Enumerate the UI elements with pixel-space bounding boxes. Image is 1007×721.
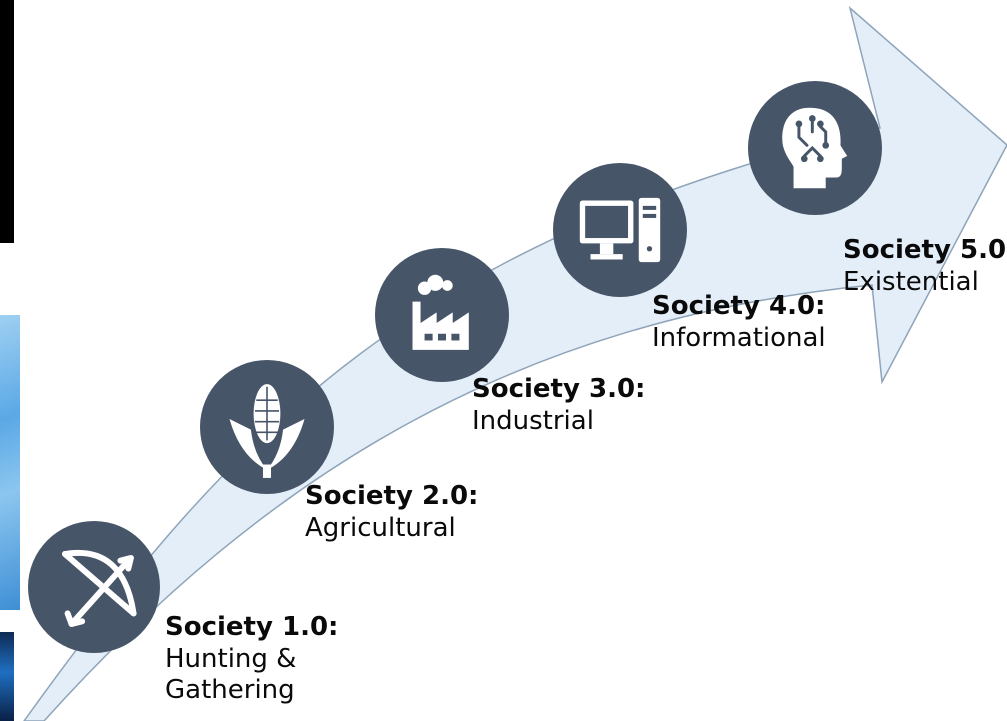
- stage-1-circle: [28, 521, 160, 653]
- stage-4-title: Society 4.0:: [652, 291, 826, 321]
- stage-5-title: Society 5.0:: [843, 235, 1007, 265]
- stage-4-label: Society 4.0: Informational: [652, 291, 826, 354]
- factory-icon: [412, 274, 469, 350]
- stage-1-desc-line-2: Gathering: [165, 675, 295, 706]
- ai-head-icon: [782, 107, 848, 189]
- stage-4-circle: [553, 163, 687, 297]
- black-image-strip: [0, 0, 14, 243]
- corn-icon: [229, 384, 305, 478]
- stage-2-desc: Agricultural: [305, 512, 456, 543]
- stage-3-title: Society 3.0:: [472, 374, 646, 404]
- blue-image-strip: [0, 632, 14, 721]
- stage-1-desc-line-1: Hunting &: [165, 643, 297, 674]
- stage-1-title: Society 1.0:: [165, 612, 339, 642]
- stage-1-label: Society 1.0: Hunting & Gathering: [165, 612, 338, 707]
- bow-and-arrow-icon: [61, 549, 137, 627]
- stage-2-circle: [200, 360, 334, 494]
- stage-3-desc: Industrial: [472, 405, 594, 436]
- stage-2-title: Society 2.0:: [305, 481, 479, 511]
- stage-3-circle: [375, 248, 509, 382]
- stage-4-desc: Informational: [652, 322, 826, 353]
- network-image-strip: [0, 315, 20, 610]
- stage-5-label: Society 5.0: Existential: [843, 235, 1007, 298]
- stage-3-label: Society 3.0: Industrial: [472, 374, 645, 437]
- computer-icon: [579, 197, 661, 263]
- stage-2-label: Society 2.0: Agricultural: [305, 481, 478, 544]
- stage-5-desc: Existential: [843, 266, 979, 297]
- stage-5-circle: [748, 81, 882, 215]
